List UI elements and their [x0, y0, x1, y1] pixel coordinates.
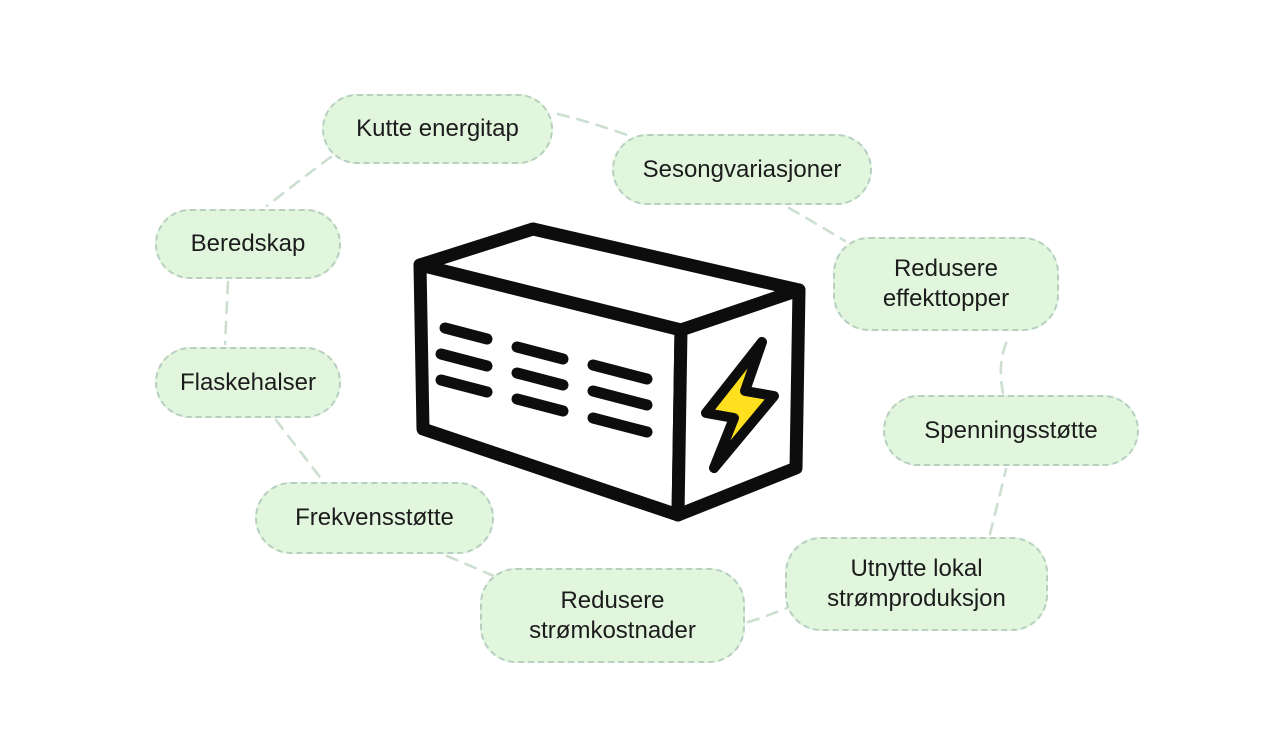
battery-vent-dashes [435, 322, 653, 438]
bubble-kutte-energitap: Kutte energitap [322, 94, 553, 164]
bubble-label: Frekvensstøtte [295, 504, 454, 531]
bubble-frekvensstotte: Frekvensstøtte [255, 482, 494, 554]
bubble-label: Flaskehalser [179, 368, 317, 396]
connector-kutte-beredskap [265, 155, 333, 208]
bubble-label: Redusere effekttopper [882, 255, 1010, 312]
connector-beredskap-flaskehalser [223, 280, 230, 346]
connector-sesong-effekttopper [787, 206, 847, 243]
bubble-utnytte-lokal-stromproduksjon: Utnytte lokal strømproduksjon [785, 537, 1048, 631]
connector-flaskehalser-frekvens [274, 418, 324, 482]
bubble-label: Spenningsstøtte [924, 416, 1098, 444]
bubble-sesongvariasjoner: Sesongvariasjoner [612, 134, 872, 205]
bubble-redusere-stromkostnader: Redusere strømkostnader [480, 568, 745, 663]
bubble-label: Redusere strømkostnader [529, 586, 696, 644]
bubble-flaskehalser: Flaskehalser [155, 347, 341, 418]
bubble-label: Sesongvariasjoner [642, 155, 842, 183]
bubble-label: Utnytte lokal strømproduksjon [827, 555, 1006, 612]
connector-frekvens-stromkost [445, 554, 498, 579]
bubble-spenningsstotte: Spenningsstøtte [883, 395, 1139, 466]
connector-spenning-effekttopper [999, 333, 1012, 395]
connector-kutte-sesong [556, 112, 632, 138]
lightning-bolt-icon [701, 337, 779, 473]
bubble-label: Kutte energitap [356, 115, 519, 142]
battery-with-lightning-bolt-icon [395, 218, 815, 530]
connector-stromkost-utnytte [746, 606, 789, 624]
bubble-redusere-effekttopper: Redusere effekttopper [833, 237, 1059, 331]
bubble-beredskap: Beredskap [155, 209, 341, 279]
bubble-label: Beredskap [190, 230, 306, 257]
connector-utnytte-spenning [988, 467, 1008, 536]
